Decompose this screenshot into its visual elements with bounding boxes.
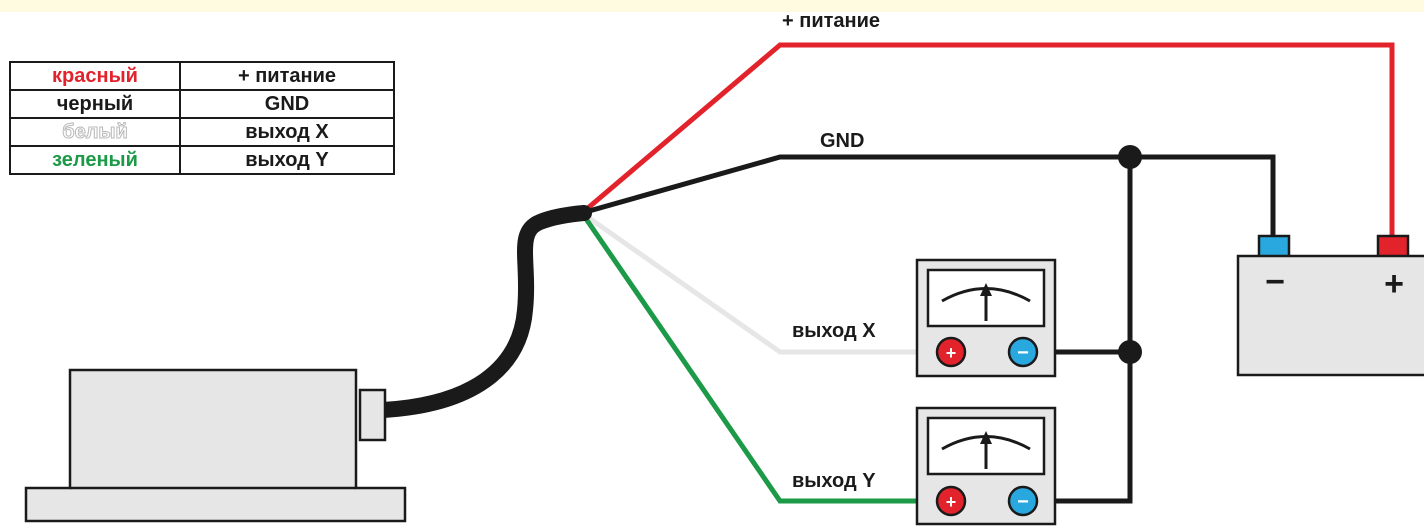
legend-function-power: + питание [179, 61, 395, 91]
gnd-wire-label: GND [820, 130, 864, 152]
legend-color-green: зеленый [9, 145, 181, 175]
legend-row: красный + питание [9, 61, 395, 91]
battery-plus-symbol: + [1384, 265, 1404, 303]
legend-row: черный GND [9, 89, 395, 119]
meter-y-minus-symbol: − [1017, 491, 1029, 513]
black-gnd-wire [581, 154, 1276, 238]
red-power-wire [580, 42, 1395, 238]
meter-y-negative-terminal [1007, 485, 1039, 517]
legend-color-black: черный [9, 89, 181, 119]
battery-minus-symbol: − [1265, 263, 1285, 301]
meter-y-plus-symbol: + [946, 492, 957, 512]
wire-color-legend: красный + питание черный GND белый выход… [9, 61, 395, 175]
battery: − + [1236, 234, 1424, 377]
legend-function-output-y: выход Y [179, 145, 395, 175]
battery-positive-terminal [1376, 234, 1410, 260]
legend-row: зеленый выход Y [9, 145, 395, 175]
gnd-junction-dot [1118, 145, 1142, 169]
legend-function-output-x: выход X [179, 117, 395, 147]
voltmeter-x: + − [915, 258, 1057, 378]
battery-negative-terminal [1257, 234, 1291, 260]
legend-function-gnd: GND [179, 89, 395, 119]
meter-junction-dot [1118, 340, 1142, 364]
voltmeter-y: + − [915, 406, 1057, 526]
legend-color-white: белый [9, 117, 181, 147]
battery-body [1236, 254, 1424, 377]
meter-y-positive-terminal [935, 485, 967, 517]
white-output-x-wire [580, 210, 935, 355]
meter-x-plus-symbol: + [946, 343, 957, 363]
output-y-label: выход Y [792, 470, 876, 492]
legend-color-red: красный [9, 61, 181, 91]
legend-row: белый выход X [9, 117, 395, 147]
sensor-cable [375, 205, 592, 418]
sensor-device [24, 368, 407, 523]
green-output-y-wire [579, 211, 935, 504]
power-wire-label: + питание [782, 10, 880, 32]
meter-x-positive-terminal [935, 336, 967, 368]
meter-x-minus-symbol: − [1017, 342, 1029, 364]
ground-bus-wire [1040, 157, 1133, 504]
output-x-label: выход X [792, 320, 876, 342]
top-band [0, 0, 1424, 12]
meter-x-negative-terminal [1007, 336, 1039, 368]
